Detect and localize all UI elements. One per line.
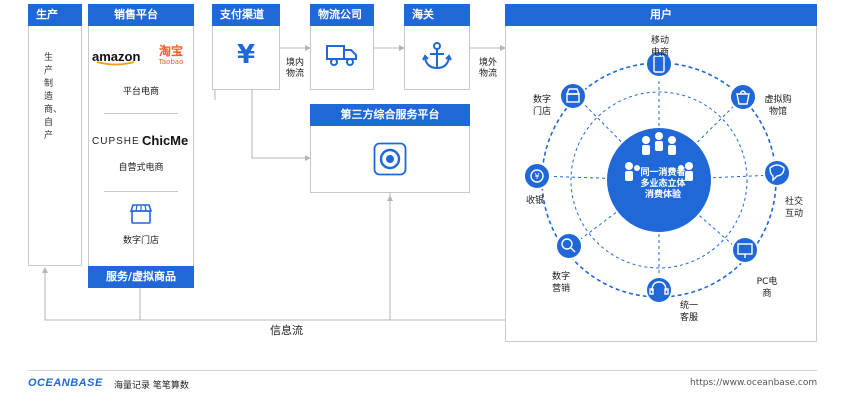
sales-footer: 服务/虚拟商品 [88, 266, 194, 288]
taobao-logo-cn: 淘宝 [158, 44, 183, 58]
platform-ecommerce-label: 平台电商 [122, 87, 159, 97]
amazon-logo-text: amazon [92, 49, 141, 64]
node-pc-label: PC电商 [756, 277, 778, 299]
sales-divider-1 [104, 113, 178, 114]
cupshe-logo: CUPSHE [92, 136, 140, 147]
user-center-line-3: 消费体验 [644, 190, 681, 200]
node-virtual-label: 虚拟购物馆 [764, 95, 792, 117]
production-box [28, 4, 82, 266]
digital-store-label: 数字门店 [122, 236, 159, 246]
domestic-logistics-label: 境内物流 [285, 58, 304, 79]
user-center-line-2: 多业态立体 [640, 179, 686, 189]
anchor-icon [422, 42, 452, 70]
self-ecommerce-label: 自营式电商 [118, 163, 164, 173]
taobao-logo: 淘宝 Taobao [152, 44, 190, 72]
overseas-logistics-label: 境外物流 [478, 58, 497, 79]
chicme-logo: ChicMe [142, 133, 189, 148]
node-social-label: 社交互动 [784, 197, 803, 219]
node-store-label: 数字门店 [532, 95, 551, 117]
sales-title: 销售平台 [88, 4, 194, 26]
logistics-title: 物流公司 [310, 4, 374, 26]
footer-divider [28, 370, 817, 371]
truck-icon [326, 45, 357, 66]
user-ecosystem-rings: ¥ [523, 50, 791, 304]
info-flow-label: 信息流 [270, 324, 303, 337]
sales-divider-2 [104, 191, 178, 192]
user-title: 用户 [505, 4, 817, 26]
footer-slogan: 海量记录 笔笔算数 [114, 381, 189, 391]
oceanbase-logo: OCEANBASE [28, 377, 103, 389]
amazon-logo: amazon [92, 46, 144, 68]
svg-text:¥: ¥ [534, 172, 539, 181]
user-center-text: 同一消费者 多业态立体 消费体验 [609, 168, 717, 201]
taobao-logo-en: Taobao [158, 58, 184, 66]
platform-icon [373, 142, 407, 176]
node-marketing-label: 数字营销 [551, 272, 570, 294]
footer-url[interactable]: https://www.oceanbase.com [690, 378, 818, 388]
payment-title: 支付渠道 [212, 4, 280, 26]
sales-box [88, 4, 194, 288]
production-title: 生产 [28, 4, 82, 26]
customs-title: 海关 [404, 4, 470, 26]
third-party-title: 第三方综合服务平台 [310, 104, 470, 126]
node-cashier-label: 收银 [525, 196, 544, 206]
store-icon [129, 204, 153, 224]
production-vertical-text: 生产制造商、自产 [44, 53, 63, 141]
node-mobile-label: 移动电商 [650, 36, 669, 58]
node-service-label: 统一客服 [679, 301, 698, 323]
yen-icon: ¥ [236, 40, 256, 70]
user-center-line-1: 同一消费者 [640, 168, 686, 178]
